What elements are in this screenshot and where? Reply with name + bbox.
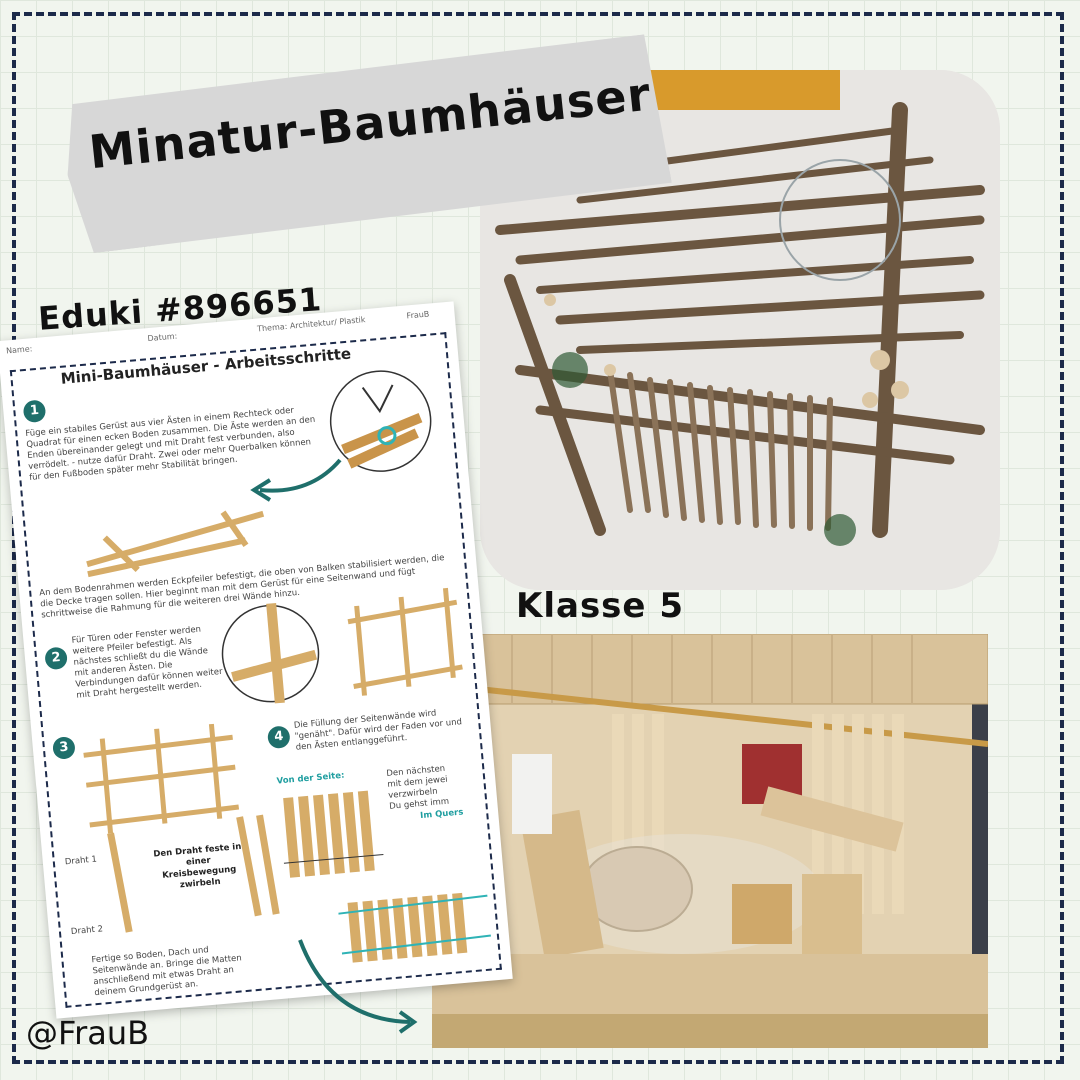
wall-grid-illustration — [83, 723, 240, 834]
branch-treehouse-illustration — [480, 70, 1000, 590]
worksheet: Name: Datum: Thema: Architektur/ Plastik… — [0, 301, 513, 1019]
wire-detail-icon — [329, 370, 432, 472]
wire-tip-text: Den Draht feste in einer Kreisbewegung z… — [153, 841, 242, 891]
datum-label: Datum: — [147, 331, 178, 344]
name-label: Name: — [5, 344, 33, 356]
sewn-sticks-illustration — [283, 790, 384, 878]
author-label: FrauB — [406, 309, 430, 321]
twist-wire-illustration — [107, 814, 280, 933]
author-handle: @FrauB — [26, 1014, 150, 1052]
finished-wall-illustration — [338, 892, 492, 963]
arrow-icon — [250, 458, 342, 502]
arrow-icon — [298, 939, 418, 1034]
bullet-list: Den nächsten mit dem jewei verzwirbeln D… — [386, 761, 479, 813]
klasse-label: Klasse 5 — [516, 586, 684, 626]
popsicle-house-illustration — [432, 634, 988, 1048]
step-2-text: Für Türen oder Fenster werden weitere Pf… — [71, 624, 223, 701]
floor-frame-illustration — [86, 510, 265, 578]
photo-popsicle-house — [432, 634, 988, 1048]
wall-frame-illustration — [221, 587, 463, 704]
thema-label: Thema: Architektur/ Plastik — [256, 315, 366, 334]
